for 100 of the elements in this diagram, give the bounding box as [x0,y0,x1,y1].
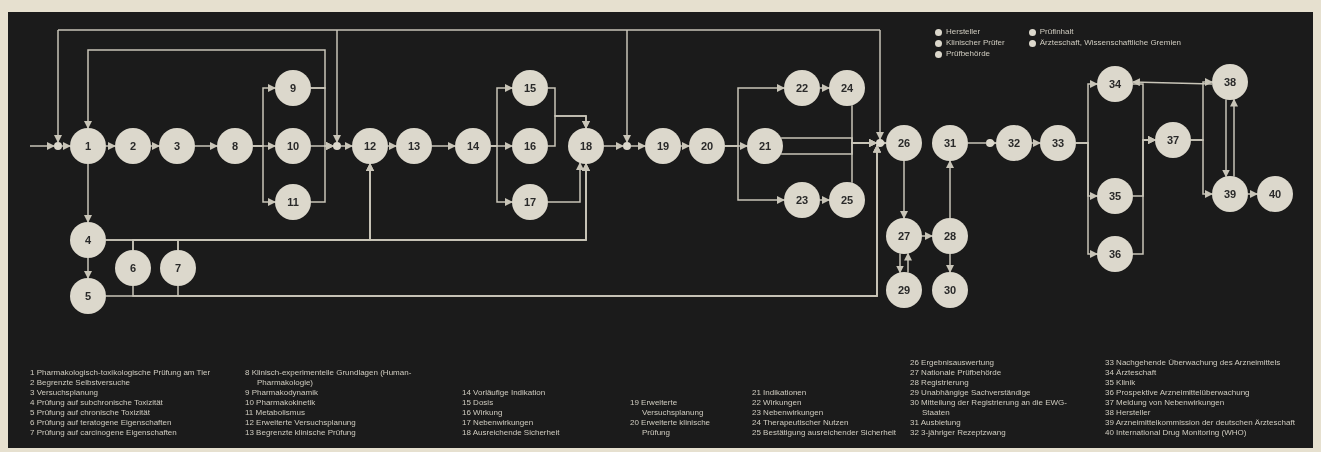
step-number: 33 [1051,137,1065,149]
key-entry: 40 International Drug Monitoring (WHO) [1105,428,1248,438]
step-number: 3 [173,140,181,152]
step-number: 15 [523,82,537,94]
step-number: 29 [897,284,911,296]
arrow [310,142,334,203]
arrow [623,29,631,143]
arrow [946,253,954,273]
step-number: 6 [129,262,137,274]
arrow [680,142,690,150]
key-entry: 30 Mitteilung der Registrierung an die EWG-Staaten [910,398,1068,418]
key-entry: 33 Nachgehende Überwachung des Arzneimittels [1105,358,1282,368]
arrow [1222,98,1230,178]
step-number: 5 [84,290,92,302]
key-entry: 29 Unabhängige Sachverständige [910,388,1032,398]
arrow [1247,190,1258,198]
step-number: 19 [656,140,670,152]
key-entry: 38 Hersteller [1105,408,1152,418]
step-number: 35 [1108,190,1122,202]
arrow [819,84,830,92]
step-number: 22 [795,82,809,94]
arrow [1075,142,1098,258]
key-entry: 6 Prüfung auf teratogene Eigenschaften [30,418,173,428]
arrow [105,142,116,150]
key-entry: 37 Meldung von Nebenwirkungen [1105,398,1226,408]
key-entry: 21 Indikationen [752,388,808,398]
arrow [904,252,912,274]
arrow [84,257,92,279]
arrow [1190,139,1213,198]
step-number: 16 [523,140,537,152]
key-entry: 5 Prüfung auf chronische Toxizität [30,408,151,418]
arrow [194,142,218,150]
key-entry: 13 Begrenzte klinische Prüfung [245,428,357,438]
step-number: 8 [231,140,239,152]
step-number: 7 [174,262,182,274]
arrow [603,142,624,150]
step-number: 40 [1268,188,1282,200]
legend-label: Klinischer Prüfer [946,38,1005,48]
arrow [340,142,353,150]
arrow [630,142,646,150]
arrow [387,142,397,150]
legend-label: Hersteller [946,27,981,37]
key-entry: 36 Prospektive Arzneimittelüberwachung [1105,388,1251,398]
arrow [921,232,933,240]
key-entry: 19 Erweiterte Versuchsplanung [630,398,705,418]
arrow [61,142,71,150]
step-number: 10 [286,140,300,152]
arrow [54,29,62,143]
arrow [1230,98,1238,178]
legend-label: Prüfinhalt [1039,27,1074,37]
key-entry: 2 Begrenzte Selbstversuche [30,378,132,388]
step-number: 12 [363,140,377,152]
step-number: 31 [943,137,957,149]
step-number: 2 [129,140,137,152]
arrow [876,29,884,140]
step-number: 26 [897,137,911,149]
key-entry: 10 Pharmakokinetik [245,398,317,408]
key-entry: 24 Therapeutischer Nutzen [752,418,850,428]
arrow [431,142,456,150]
arrow [84,49,326,129]
key-entry: 39 Arzneimittelkommission der deutschen Ärzteschaft [1105,418,1296,428]
step-number: 11 [287,196,299,208]
step-number: 39 [1223,188,1237,200]
step-number: 14 [466,140,480,152]
connector-line [57,29,881,31]
arrow [1132,136,1156,255]
key-entry: 20 Erweiterte klinische Prüfung [630,418,712,438]
arrow [490,145,513,206]
step-number: 36 [1108,248,1122,260]
arrow [724,145,785,204]
key-entry: 31 Ausbietung [910,418,962,428]
arrow [29,142,55,150]
arrow [946,160,954,219]
key-entry: 11 Metabolismus [245,408,306,418]
step-number: 9 [289,82,297,94]
key-entry: 14 Vorläufige Indikation [462,388,547,398]
step-number: 23 [795,194,809,206]
key-entry: 12 Erweiterte Versuchsplanung [245,418,357,428]
key-entry: 3 Versuchsplanung [30,388,100,398]
step-number: 17 [523,196,537,208]
step-number: 18 [579,140,593,152]
arrow [819,196,830,204]
step-number: 32 [1007,137,1021,149]
step-number: 30 [943,284,957,296]
legend-label: Prüfbehörde [946,49,991,59]
step-number: 1 [84,140,92,152]
key-entry: 7 Prüfung auf carcinogene Eigenschaften [30,428,178,438]
key-entry: 27 Nationale Prüfbehörde [910,368,1003,378]
arrow [150,142,160,150]
step-number: 37 [1166,134,1180,146]
key-entry: 9 Pharmakodynamik [245,388,319,398]
key-entry: 23 Nebenwirkungen [752,408,825,418]
arrow [333,29,341,143]
key-entry: 8 Klinisch-experimentelle Grundlagen (Human-Pharmakologie) [245,368,413,388]
key-entry: 17 Nebenwirkungen [462,418,535,428]
step-number: 28 [943,230,957,242]
step-number: 20 [700,140,714,152]
step-number: 24 [840,82,854,94]
step-number: 27 [897,230,911,242]
key-entry: 22 Wirkungen [752,398,803,408]
